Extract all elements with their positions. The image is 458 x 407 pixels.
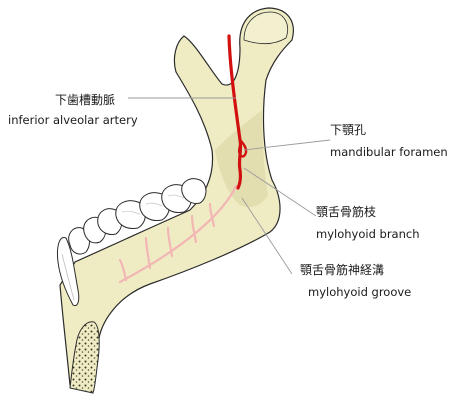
leader-mandibular-foramen: [243, 139, 331, 151]
artery-vessel: [227, 34, 248, 190]
teeth: [68, 178, 207, 255]
mylohyoid-groove: [118, 184, 238, 284]
label-mylohyoid-branch-en: mylohyoid branch: [316, 227, 420, 241]
label-mandibular-foramen-en: mandibular foramen: [330, 145, 448, 159]
ramus-shadow: [215, 110, 268, 207]
label-inferior-alveolar-artery-en: inferior alveolar artery: [8, 113, 138, 127]
label-mylohyoid-branch-ja: 顎舌骨筋枝: [316, 205, 377, 219]
leader-mylohyoid-branch: [243, 167, 317, 217]
label-mylohyoid-groove-en: mylohyoid groove: [308, 285, 412, 299]
cancellous-bone: [69, 321, 100, 394]
label-mandibular-foramen-ja: 下顎孔: [330, 123, 367, 137]
label-inferior-alveolar-artery-ja: 下歯槽動脈: [55, 93, 116, 107]
label-mylohyoid-groove-ja: 顎舌骨筋神経溝: [300, 263, 385, 277]
incisor-tooth: [57, 236, 80, 307]
condyle: [243, 11, 288, 44]
leader-lines: [128, 97, 331, 275]
leader-mylohyoid-groove: [241, 197, 293, 275]
